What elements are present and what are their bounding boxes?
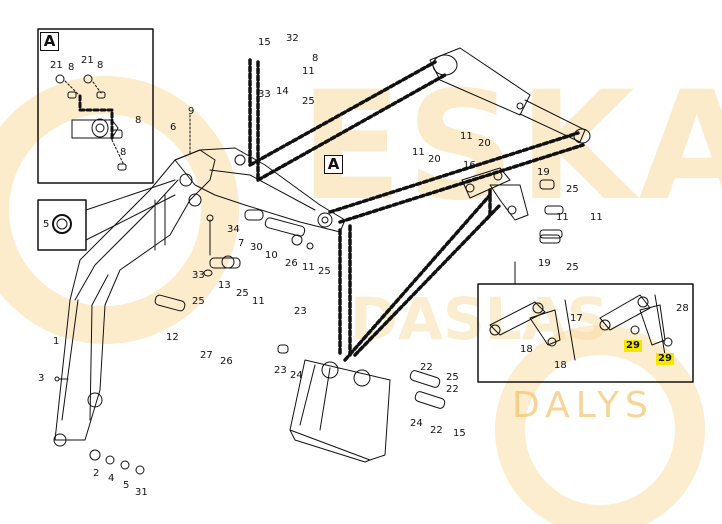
part-label: 26	[285, 258, 298, 269]
part-label: 8	[312, 53, 319, 64]
part-label: 26	[220, 356, 233, 367]
part-label: 18	[554, 360, 567, 371]
part-label: 25	[446, 372, 459, 383]
watermark-sub: DASLAS	[350, 285, 609, 353]
part-label: 25	[566, 184, 579, 195]
part-label: 11	[302, 262, 315, 273]
dashed-connectors	[248, 58, 585, 362]
part-label: 5	[43, 219, 50, 230]
part-label: 11	[252, 296, 265, 307]
detail-a-dashed-link	[78, 94, 114, 142]
part-label: 15	[453, 428, 466, 439]
part-label: 24	[410, 418, 423, 429]
detail-linkage-parts	[489, 294, 673, 361]
part-label: 2	[93, 468, 100, 479]
part-label: 11	[460, 131, 473, 142]
part-label: 12	[166, 332, 179, 343]
part-label: 34	[227, 224, 240, 235]
part-label: 4	[108, 473, 115, 484]
part-label: 19	[538, 258, 551, 269]
part-label: 31	[135, 487, 148, 498]
part-label: 20	[428, 154, 441, 165]
part-label: 18	[520, 344, 533, 355]
part-label: 11	[412, 147, 425, 158]
part-label: 14	[276, 86, 289, 97]
pins-and-bushings	[54, 114, 563, 475]
part-label: 22	[430, 425, 443, 436]
part-label: 32	[286, 33, 299, 44]
detail-5-frame	[37, 199, 87, 251]
bucket	[289, 359, 391, 463]
part-label: 15	[258, 37, 271, 48]
part-label: 22	[420, 362, 433, 373]
part-label: 5	[123, 480, 130, 491]
part-label: 30	[250, 242, 263, 253]
part-label: 3	[38, 373, 45, 384]
part-label-highlighted: 29	[624, 340, 642, 352]
part-label: 25	[566, 262, 579, 273]
part-label: 25	[318, 266, 331, 277]
part-label: 11	[590, 212, 603, 223]
part-label: 8	[135, 115, 142, 126]
watermark-tag: DALYS	[512, 385, 654, 426]
part-label: 20	[478, 138, 491, 149]
part-label: 23	[294, 306, 307, 317]
view-a-main-tag: A	[324, 155, 343, 174]
part-label: 23	[274, 365, 287, 376]
part-label: 21	[81, 55, 94, 66]
detail-a-frame	[37, 28, 154, 184]
boom	[53, 149, 216, 447]
detail-linkage-frame	[477, 283, 694, 383]
watermark-brand: ESKA	[300, 60, 722, 234]
detail-a-parts	[55, 74, 127, 171]
hydraulic-cylinder	[429, 47, 591, 144]
part-label: 13	[218, 280, 231, 291]
part-label: 11	[302, 66, 315, 77]
part-label: 28	[676, 303, 689, 314]
arm	[174, 147, 346, 233]
part-label: 9	[188, 106, 195, 117]
part-label: 10	[265, 250, 278, 261]
part-label: 24	[290, 370, 303, 381]
part-label: 22	[446, 384, 459, 395]
part-label: 8	[97, 60, 104, 71]
part-label: 33	[192, 270, 205, 281]
part-label: 11	[556, 212, 569, 223]
part-label-highlighted: 29	[656, 353, 674, 365]
part-label: 19	[537, 167, 550, 178]
view-a-detail-tag: A	[40, 32, 59, 51]
part-label: 7	[238, 238, 245, 249]
part-label: 6	[170, 122, 177, 133]
part-label: 1	[53, 336, 60, 347]
bucket-linkage	[461, 167, 564, 244]
part-label: 25	[302, 96, 315, 107]
part-label: 8	[120, 147, 127, 158]
part-label: 27	[200, 350, 213, 361]
part-label: 21	[50, 60, 63, 71]
part-label: 8	[68, 62, 75, 73]
part-label: 16	[463, 160, 476, 171]
part-label: 33	[258, 89, 271, 100]
part-label: 17	[570, 313, 583, 324]
part-label: 25	[192, 296, 205, 307]
part-label: 25	[236, 288, 249, 299]
